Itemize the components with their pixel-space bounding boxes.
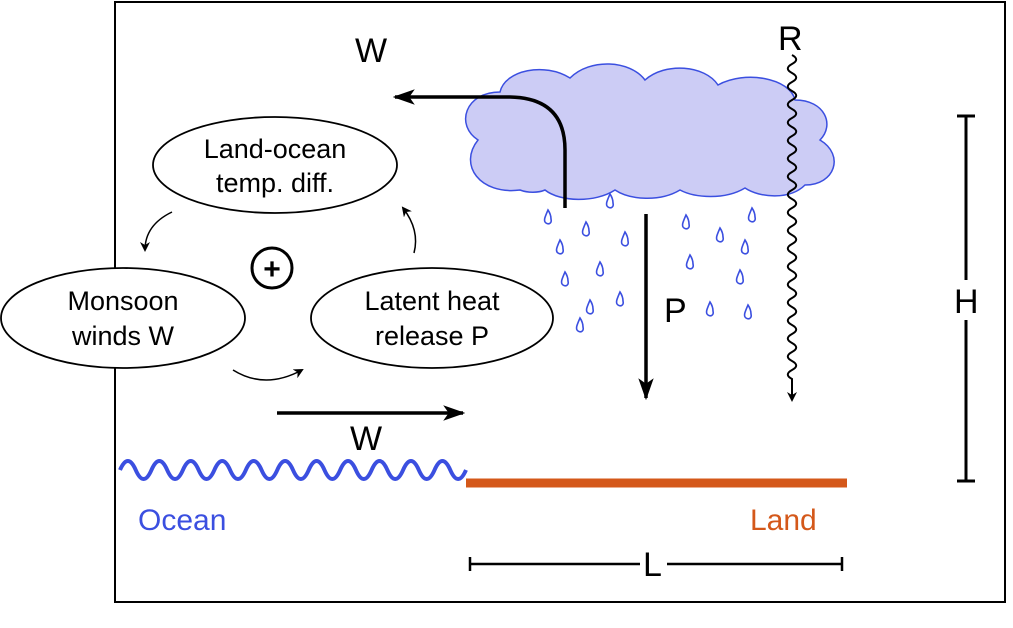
land-ocean-line1: Land-ocean	[204, 134, 347, 164]
ocean-surface	[118, 459, 468, 481]
length-scale-bar	[468, 557, 844, 571]
label-l: L	[643, 546, 662, 584]
loop-arrow-1	[140, 211, 173, 252]
monsoon-line2: winds W	[71, 321, 175, 351]
label-p: P	[664, 292, 687, 330]
loop-arrow-3	[401, 206, 417, 254]
latent-heat-line2: release P	[375, 321, 489, 351]
latent-heat-ellipse	[310, 267, 554, 369]
plus-sign: +	[263, 253, 281, 286]
label-ocean: Ocean	[138, 504, 226, 537]
outflow-arrow	[392, 89, 567, 208]
loop-arrow-2	[232, 369, 304, 381]
label-w-bottom: W	[350, 420, 382, 458]
positive-feedback-symbol	[250, 246, 294, 290]
rain-drops	[543, 192, 756, 333]
radiation-arrow	[786, 54, 798, 402]
label-land: Land	[750, 504, 817, 537]
land-ocean-ellipse	[152, 116, 398, 214]
land-ocean-line2: temp. diff.	[216, 168, 334, 198]
latent-heat-line1: Latent heat	[364, 286, 500, 316]
label-w-top: W	[355, 32, 387, 70]
label-r: R	[778, 20, 803, 58]
monsoon-line1: Monsoon	[67, 286, 178, 316]
cloud	[464, 63, 835, 201]
label-h: H	[954, 283, 979, 321]
monsoon-ellipse	[0, 267, 246, 369]
